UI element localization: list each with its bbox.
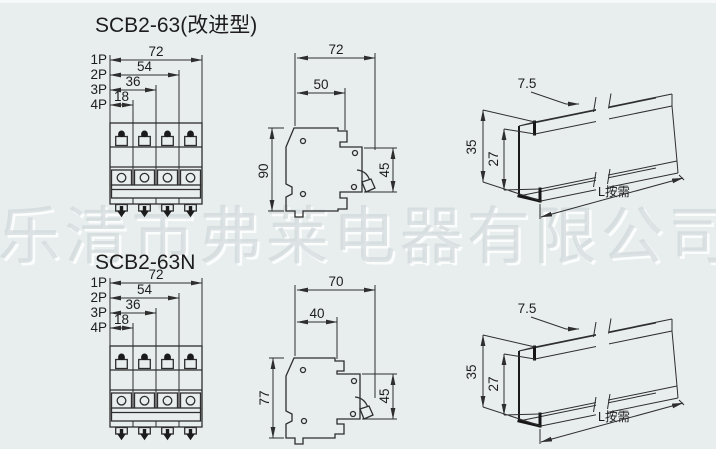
extension-lines <box>109 55 203 123</box>
dim-label-rail-inner: 27 <box>486 376 501 391</box>
dim-label-rail-height: 35 <box>464 139 479 154</box>
pole-label-4p: 4P <box>90 320 107 335</box>
pole-label-1p: 1P <box>90 52 107 67</box>
breaker-side-body <box>285 127 376 218</box>
dim-label-rail-height: 35 <box>464 364 479 379</box>
toggle-switch <box>179 169 202 187</box>
breaker-side-body <box>285 357 374 445</box>
side-view: 72 50 90 45 <box>256 42 397 218</box>
extension-lines <box>269 285 397 439</box>
dim-label-72: 72 <box>148 44 163 59</box>
side-profile-outline <box>285 127 363 218</box>
front-band <box>110 407 202 422</box>
din-rail: 7.5 35 27 L按需 <box>464 301 685 444</box>
rail-extension-lines <box>482 109 685 219</box>
section-scb2-63: SCB2-63(改进型) 1P 2P 3P 4P 72 54 36 18 <box>90 14 685 219</box>
toggle-switch <box>110 392 133 410</box>
pole-label-2p: 2P <box>90 290 107 305</box>
toggle-switch <box>156 169 179 187</box>
front-view-dimensions: 1P 2P 3P 4P 72 54 36 18 <box>90 44 203 123</box>
pole-label-1p: 1P <box>90 275 107 290</box>
din-rail: 7.5 35 27 L按需 <box>464 76 685 219</box>
toggle-switch <box>179 392 202 410</box>
dim-label-front-height: 45 <box>377 162 392 177</box>
dim-label-upper-depth: 50 <box>313 77 328 92</box>
rivet <box>300 417 308 425</box>
din-rail-dimensions: 7.5 35 27 L按需 <box>464 76 685 219</box>
toggle-lever <box>361 178 376 193</box>
din-rail-drawing <box>517 318 679 428</box>
section-title: SCB2-63N <box>95 251 195 274</box>
toggle-lever <box>359 405 374 420</box>
dim-label-36: 36 <box>125 297 140 312</box>
dim-label-height: 77 <box>257 390 272 405</box>
dim-label-18: 18 <box>114 312 129 327</box>
rail-break-gap <box>596 93 609 199</box>
body-row-lines <box>110 369 202 391</box>
extension-lines <box>268 53 397 212</box>
pole-label-2p: 2P <box>90 67 107 82</box>
toggle-switch <box>133 392 156 410</box>
dim-label-36: 36 <box>125 74 140 89</box>
body-row-lines <box>110 146 202 168</box>
rail-break-gap <box>596 318 609 424</box>
dim-line-rail-length <box>540 177 684 218</box>
pole-label-4p: 4P <box>90 97 107 112</box>
dim-label-total-depth: 72 <box>328 42 343 57</box>
din-rail-drawing <box>517 93 679 203</box>
rail-lip-sections <box>517 120 542 203</box>
dim-label-flange: 7.5 <box>518 76 537 91</box>
side-view-dimensions: 72 50 90 45 <box>256 42 397 212</box>
page-top-highlight <box>0 0 716 3</box>
dim-label-54: 54 <box>137 59 153 74</box>
side-profile-outline <box>285 357 361 445</box>
leader-flange <box>530 91 580 107</box>
dim-label-flange: 7.5 <box>518 301 537 316</box>
front-view: 1P 2P 3P 4P 72 54 36 18 <box>90 44 203 218</box>
rivet <box>349 410 357 418</box>
dim-label-72: 72 <box>148 267 163 282</box>
side-view: 70 40 77 45 <box>257 274 397 445</box>
dim-label-rail-inner: 27 <box>486 151 501 166</box>
front-view-dimensions: 1P 2P 3P 4P 72 54 36 18 <box>90 267 203 346</box>
dim-label-54: 54 <box>137 282 153 297</box>
breaker-front-body <box>109 345 203 441</box>
toggle-switch <box>110 169 133 187</box>
rivet <box>350 183 358 191</box>
rail-break-marks <box>593 93 612 188</box>
rail-extension-lines <box>482 334 685 444</box>
rail-end-edge <box>671 330 678 387</box>
toggle-switch <box>133 169 156 187</box>
toggle-switch <box>156 392 179 410</box>
rail-break-marks <box>593 318 612 413</box>
rail-end-edge <box>671 105 678 162</box>
front-view: 1P 2P 3P 4P 72 54 36 18 <box>90 267 203 441</box>
rivet <box>299 366 307 374</box>
rivet <box>299 137 307 145</box>
rivet <box>350 377 358 385</box>
dim-label-18: 18 <box>114 89 129 104</box>
dim-label-upper-depth: 40 <box>309 306 324 321</box>
extension-lines <box>109 278 203 346</box>
side-view-dimensions: 70 40 77 45 <box>257 274 397 439</box>
section-scb2-63n: SCB2-63N 1P 2P 3P 4P 72 54 36 18 <box>90 251 685 445</box>
rivet <box>299 190 307 198</box>
pole-label-3p: 3P <box>90 82 107 97</box>
dim-line-rail-length <box>540 402 684 443</box>
front-band <box>110 184 202 199</box>
din-rail-dimensions: 7.5 35 27 L按需 <box>464 301 685 444</box>
rail-lip-sections <box>517 345 542 428</box>
dim-label-front-height: 45 <box>377 388 392 403</box>
dim-label-height: 90 <box>256 163 271 178</box>
dim-label-total-depth: 70 <box>328 274 343 289</box>
breaker-front-body <box>109 122 203 218</box>
leader-flange <box>530 316 580 332</box>
section-title: SCB2-63(改进型) <box>95 14 257 37</box>
pole-label-3p: 3P <box>90 305 107 320</box>
rivet <box>351 149 359 157</box>
